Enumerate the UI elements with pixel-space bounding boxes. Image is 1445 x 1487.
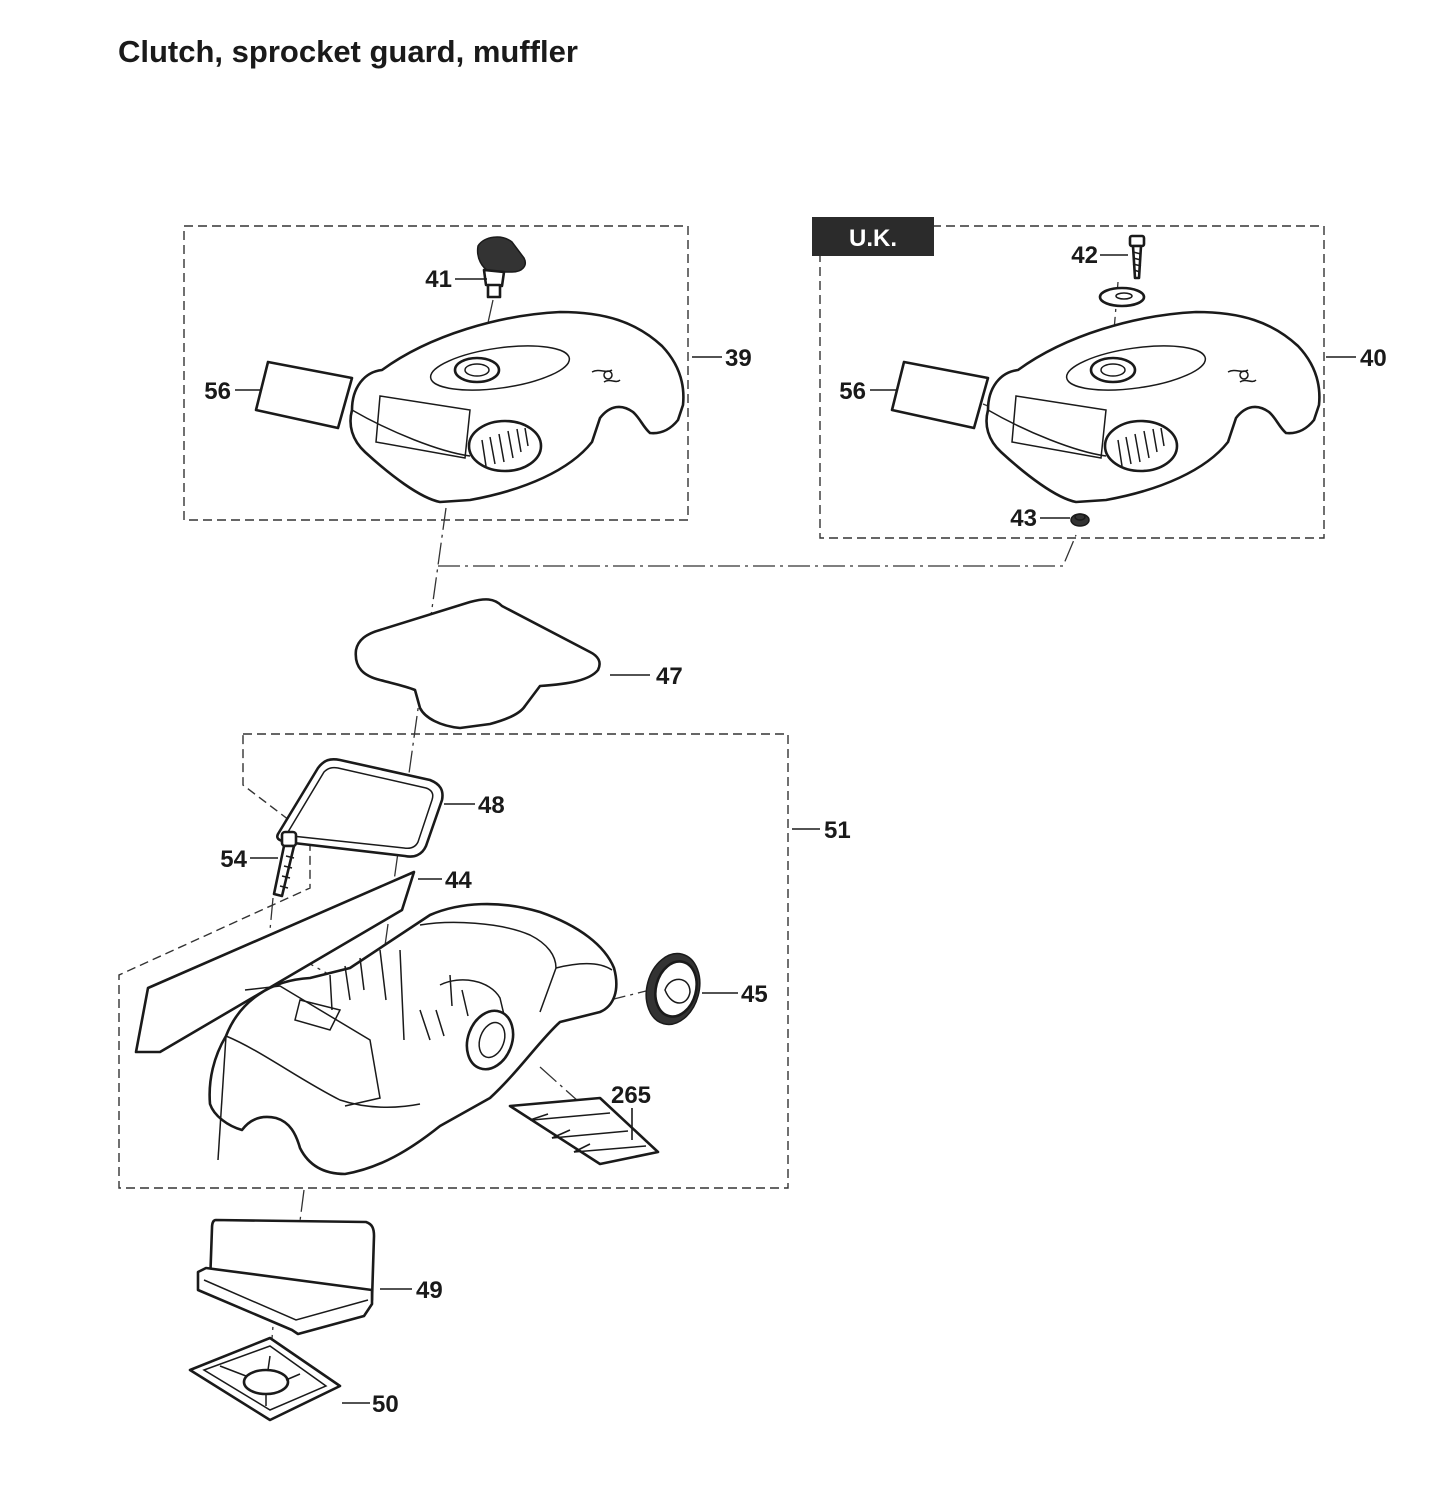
callout-39: 39 (725, 345, 752, 372)
sprocket-cover-40 (985, 310, 1321, 504)
callout-42: 42 (1071, 242, 1098, 269)
callout-47: 47 (656, 663, 683, 690)
group-box-51 (118, 733, 789, 1189)
callout-45: 45 (741, 981, 768, 1008)
label-sticker-56-right (890, 360, 990, 430)
callout-56-right: 56 (839, 378, 866, 405)
callout-40: 40 (1360, 345, 1387, 372)
cylinder-cover-51 (208, 902, 618, 1176)
uk-badge: U.K. (812, 217, 934, 256)
callout-labels: 41 56 39 42 56 40 43 47 48 51 54 44 45 2… (204, 242, 1386, 1418)
leader-lines (235, 254, 1356, 1404)
callout-56-left: 56 (204, 378, 231, 405)
screw-42 (1098, 234, 1146, 308)
label-sticker-265 (508, 1096, 660, 1166)
grommet-45 (645, 952, 701, 1026)
air-filter-47 (354, 598, 601, 730)
callout-49: 49 (416, 1277, 443, 1304)
knob-41 (476, 236, 526, 299)
callout-44: 44 (445, 867, 472, 894)
uk-badge-label: U.K. (849, 225, 897, 252)
sprocket-cover-39 (349, 310, 685, 504)
callout-43: 43 (1010, 505, 1037, 532)
callout-50: 50 (372, 1391, 399, 1418)
callout-54: 54 (220, 846, 247, 873)
group-box-39 (183, 225, 689, 521)
label-sticker-56-left (254, 360, 354, 430)
screw-54 (272, 830, 298, 898)
callout-265: 265 (611, 1082, 651, 1109)
filter-base-50 (188, 1336, 342, 1422)
group-box-40 (819, 225, 1325, 539)
air-filter-49 (196, 1218, 376, 1336)
gasket-48 (275, 757, 444, 858)
diagram-title: Clutch, sprocket guard, muffler (118, 34, 578, 69)
nut-43 (1070, 513, 1090, 527)
callout-51: 51 (824, 817, 851, 844)
label-sticker-44 (134, 870, 416, 1054)
callout-41: 41 (425, 266, 452, 293)
callout-48: 48 (478, 792, 505, 819)
